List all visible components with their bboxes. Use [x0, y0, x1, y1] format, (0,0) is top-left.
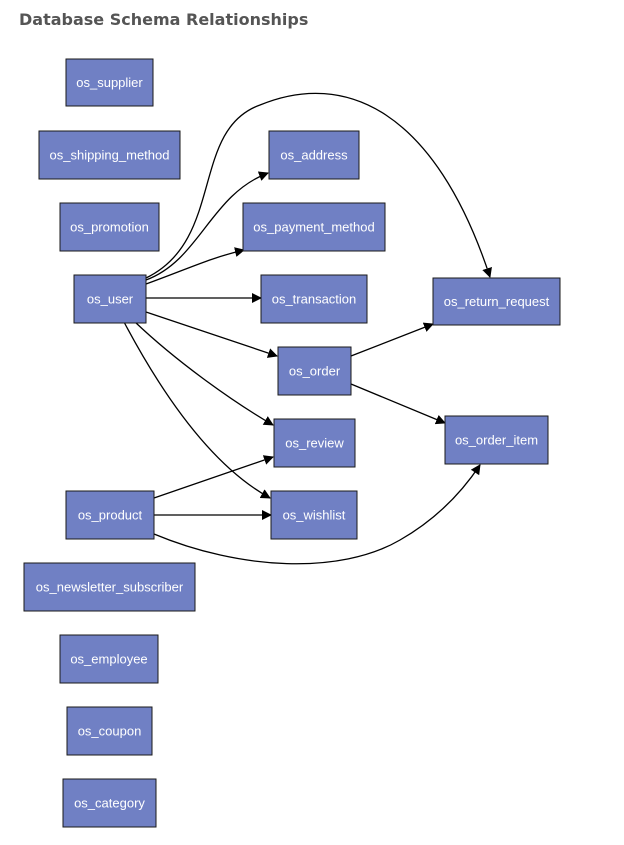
nodes: os_supplier os_shipping_method os_promot…	[23, 58, 561, 828]
node-product[interactable]: os_product	[65, 490, 155, 540]
edge-product-order-item	[153, 464, 481, 565]
svg-text:os_user: os_user	[87, 292, 134, 307]
node-transaction[interactable]: os_transaction	[260, 274, 368, 324]
edge-user-payment-method	[145, 247, 245, 285]
node-order-item[interactable]: os_order_item	[444, 415, 549, 465]
svg-text:os_employee: os_employee	[70, 652, 147, 667]
node-address[interactable]: os_address	[268, 130, 360, 180]
edge-order-return-request	[350, 322, 434, 357]
svg-text:os_category: os_category	[74, 796, 145, 811]
node-coupon[interactable]: os_coupon	[66, 706, 153, 756]
diagram-title: Database Schema Relationships	[19, 10, 309, 29]
node-review[interactable]: os_review	[273, 418, 356, 468]
edge-user-review	[134, 321, 274, 426]
edge-user-return-request	[145, 92, 492, 279]
svg-text:os_shipping_method: os_shipping_method	[50, 148, 170, 163]
node-employee[interactable]: os_employee	[59, 634, 159, 684]
svg-text:os_product: os_product	[78, 508, 143, 523]
node-newsletter-subscriber[interactable]: os_newsletter_subscriber	[23, 562, 196, 612]
svg-text:os_address: os_address	[280, 148, 348, 163]
edge-user-wishlist	[123, 321, 271, 499]
svg-text:os_coupon: os_coupon	[78, 724, 142, 739]
svg-text:os_newsletter_subscriber: os_newsletter_subscriber	[36, 580, 184, 595]
svg-text:os_promotion: os_promotion	[70, 220, 149, 235]
svg-text:os_order_item: os_order_item	[455, 433, 538, 448]
node-promotion[interactable]: os_promotion	[59, 202, 160, 252]
edge-user-order	[145, 311, 278, 358]
node-supplier[interactable]: os_supplier	[65, 58, 154, 107]
svg-text:os_supplier: os_supplier	[76, 75, 143, 90]
node-user[interactable]: os_user	[73, 274, 147, 324]
node-shipping-method[interactable]: os_shipping_method	[38, 130, 181, 180]
edge-user-address	[145, 171, 269, 281]
node-category[interactable]: os_category	[62, 778, 157, 828]
svg-text:os_payment_method: os_payment_method	[253, 220, 374, 235]
node-return-request[interactable]: os_return_request	[432, 277, 561, 326]
node-wishlist[interactable]: os_wishlist	[270, 490, 358, 540]
edge-product-review	[153, 455, 274, 499]
node-order[interactable]: os_order	[277, 346, 352, 396]
svg-text:os_review: os_review	[285, 436, 344, 451]
svg-text:os_return_request: os_return_request	[444, 294, 550, 309]
edges	[123, 92, 492, 565]
svg-text:os_wishlist: os_wishlist	[283, 508, 346, 523]
edge-order-order-item	[350, 383, 446, 425]
svg-text:os_transaction: os_transaction	[272, 292, 357, 307]
node-payment-method[interactable]: os_payment_method	[242, 202, 386, 252]
svg-text:os_order: os_order	[289, 364, 341, 379]
